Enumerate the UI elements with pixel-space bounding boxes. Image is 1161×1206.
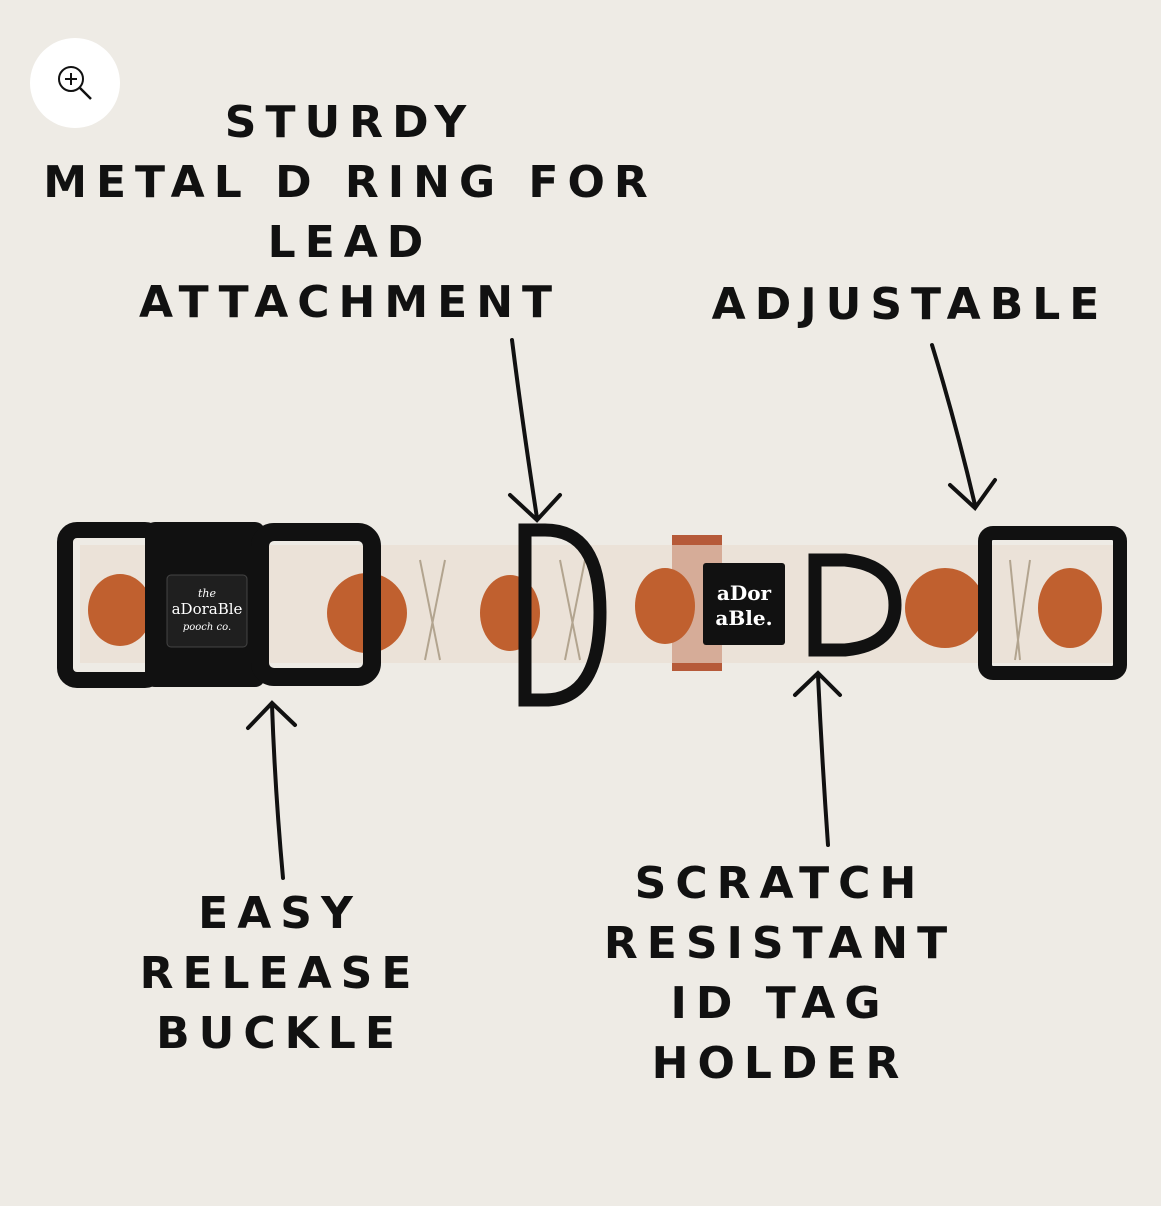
label-line: LEAD bbox=[267, 217, 433, 268]
label-line: EASY bbox=[198, 888, 362, 939]
id-tag-holder: aDor aBle. bbox=[703, 553, 902, 657]
label-line: STURDY bbox=[224, 97, 476, 148]
release-buckle: the aDoraBle pooch co. bbox=[57, 522, 381, 688]
d-ring bbox=[518, 523, 607, 707]
arrow-buckle bbox=[246, 700, 297, 880]
label-line: RESISTANT bbox=[603, 918, 957, 969]
arrow-adjustable bbox=[930, 343, 997, 512]
buckle-logo-text: the bbox=[198, 587, 217, 600]
label-adjustable: ADJUSTABLE bbox=[700, 275, 1120, 335]
label-buckle: EASY RELEASE BUCKLE bbox=[120, 884, 440, 1064]
zoom-in-icon bbox=[58, 66, 92, 100]
pumpkin bbox=[635, 568, 695, 644]
label-line: ID TAG bbox=[670, 978, 890, 1029]
tag-logo-text: aDor bbox=[717, 581, 772, 605]
label-line: ATTACHMENT bbox=[138, 277, 562, 328]
pumpkin bbox=[1038, 568, 1102, 648]
buckle-logo-text: aDoraBle bbox=[172, 600, 243, 618]
arrow-d-ring bbox=[508, 338, 562, 523]
tag-logo-text: aBle. bbox=[715, 606, 772, 630]
pumpkin bbox=[905, 568, 985, 648]
buckle-logo-text: pooch co. bbox=[183, 622, 231, 633]
pumpkin bbox=[88, 574, 152, 646]
label-line: ADJUSTABLE bbox=[711, 279, 1109, 330]
label-line: SCRATCH bbox=[634, 858, 926, 909]
label-line: BUCKLE bbox=[156, 1008, 404, 1059]
zoom-in-button[interactable] bbox=[30, 38, 120, 128]
label-line: RELEASE bbox=[139, 948, 421, 999]
arrows bbox=[246, 338, 997, 880]
adjuster-end bbox=[978, 526, 1127, 680]
label-line: HOLDER bbox=[651, 1038, 909, 1089]
label-tag-holder: SCRATCH RESISTANT ID TAG HOLDER bbox=[590, 854, 970, 1094]
arrow-tag-holder bbox=[793, 670, 842, 847]
label-line: METAL D RING FOR bbox=[43, 157, 657, 208]
pumpkin-pattern bbox=[88, 568, 1102, 653]
label-d-ring: STURDY METAL D RING FOR LEAD ATTACHMENT bbox=[40, 93, 660, 333]
